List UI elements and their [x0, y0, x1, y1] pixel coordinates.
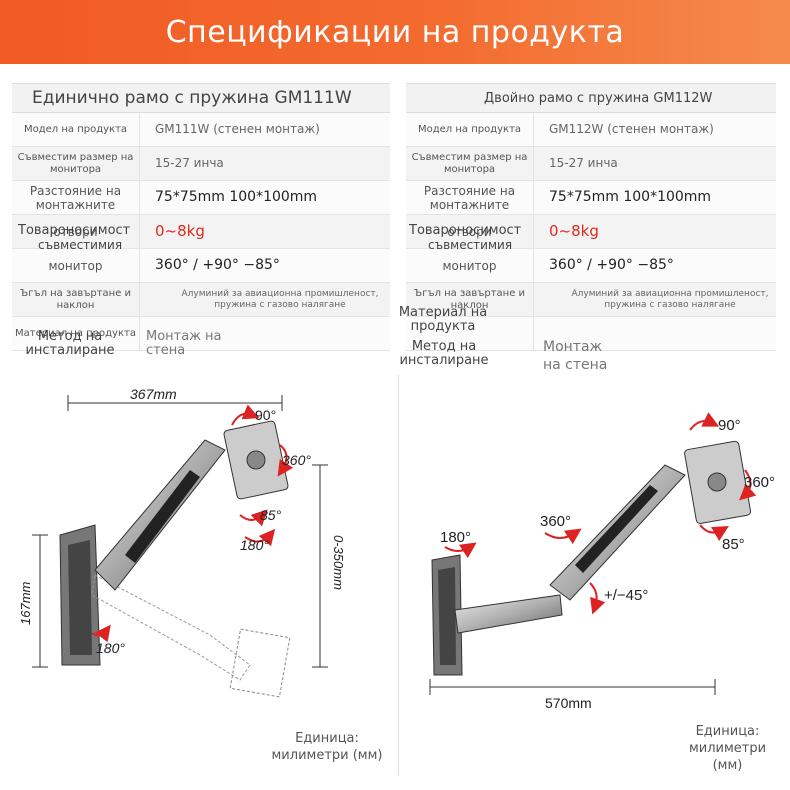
tilt-up-label: 90°: [255, 407, 276, 423]
row-value: 15-27 инча: [140, 147, 390, 180]
load-label: Товароносимост: [18, 223, 131, 238]
spec-panel-gm111w: Единично рамо с пружина GM111W Модел на …: [12, 83, 390, 351]
gm112w-diagram: 570mm 90° 360° 85° 360° 180° +/−45°: [429, 412, 775, 711]
ghost-arm: [91, 574, 251, 681]
row-label: Съвместим размер на монитора: [12, 147, 140, 180]
header-banner: Спецификации на продукта: [0, 0, 790, 64]
width-label: 367mm: [130, 386, 177, 402]
compat-label: съвместимия: [38, 238, 123, 252]
table-row: Разстояние на монтажните 75*75mm 100*100…: [12, 181, 390, 215]
row-value: GM111W (стенен монтаж): [140, 113, 390, 146]
spec-panel-gm112w: Двойно рамо с пружина GM112W Модел на пр…: [406, 83, 776, 351]
row-label: Модел на продукта: [12, 113, 140, 146]
row-label: Ъгъл на завъртане и наклон: [12, 283, 140, 316]
width-label: 570mm: [545, 695, 592, 711]
row-value: 360° / +90° −85°: [534, 249, 776, 282]
table-row: Материал на продукта: [12, 317, 390, 351]
table-row: Разстояние на монтажните 75*75mm 100*100…: [406, 181, 776, 215]
row-value: [534, 317, 776, 350]
row-label: отвори: [406, 215, 534, 248]
tilt-up-label: 90°: [718, 417, 741, 434]
tilt-down-label: 85°: [722, 536, 745, 553]
row-label: отвори: [12, 215, 140, 248]
unit-label: Единица: милиметри (мм): [271, 731, 383, 763]
table-row: Ъгъл на завъртане и наклон Алуминий за а…: [12, 283, 390, 317]
gm111w-diagram: 367mm 0-350mm 167mm 90° 360° 85° 180° 18…: [18, 386, 346, 698]
load-label: Товароносимост: [409, 223, 522, 238]
row-label: Модел на продукта: [406, 113, 534, 146]
table-row: монитор 360° / +90° −85°: [12, 249, 390, 283]
table-row: Съвместим размер на монитора 15-27 инча: [406, 147, 776, 181]
swivel-base-label: 180°: [96, 640, 125, 656]
table-row: [406, 317, 776, 351]
tilt-down-label: 85°: [260, 507, 282, 523]
row-label: монитор: [406, 249, 534, 282]
row-label: [406, 317, 534, 350]
row-label: Ъгъл на завъртане и наклон: [406, 283, 534, 316]
table-row: отвори 0~8kg: [12, 215, 390, 249]
section-divider: [398, 375, 399, 775]
row-label: Материал на продукта: [12, 317, 140, 350]
table-row: отвори 0~8kg: [406, 215, 776, 249]
rotate-label: 360°: [282, 452, 311, 468]
row-value: [140, 317, 390, 350]
row-value: GM112W (стенен монтаж): [534, 113, 776, 146]
compat-label: съвместимия: [428, 238, 513, 252]
row-value: 360° / +90° −85°: [140, 249, 390, 282]
spec-table: Модел на продукта GM111W (стенен монтаж)…: [12, 113, 390, 351]
joint-label: +/−45°: [604, 587, 648, 604]
panel-title: Двойно рамо с пружина GM112W: [406, 83, 776, 113]
row-label: Разстояние на монтажните: [406, 181, 534, 214]
row-label: Съвместим размер на монитора: [406, 147, 534, 180]
height-label: 0-350mm: [331, 535, 346, 590]
rotate-joint-label: 360°: [540, 513, 571, 530]
swivel-label: 180°: [440, 529, 471, 546]
table-row: Модел на продукта GM111W (стенен монтаж): [12, 113, 390, 147]
row-value: Алуминий за авиационна промишленост, пру…: [534, 283, 776, 316]
base-label: 167mm: [18, 581, 33, 625]
mount-label: Монтаж на стена: [146, 329, 222, 358]
row-value: 0~8kg: [534, 215, 776, 248]
install-label: Метод на инсталиране: [399, 339, 489, 368]
row-label: Разстояние на монтажните: [12, 181, 140, 214]
page-title: Спецификации на продукта: [165, 14, 625, 50]
table-row: Съвместим размер на монитора 15-27 инча: [12, 147, 390, 181]
row-label: монитор: [12, 249, 140, 282]
rotate-label: 360°: [744, 474, 775, 491]
row-value: 0~8kg: [140, 215, 390, 248]
row-value: 75*75mm 100*100mm: [140, 181, 390, 214]
swivel-label: 180°: [240, 537, 269, 553]
material-label: Материал на продукта: [398, 305, 488, 334]
spec-table: Модел на продукта GM112W (стенен монтаж)…: [406, 113, 776, 351]
unit-label: Единица: милиметри (мм): [688, 724, 767, 773]
table-row: монитор 360° / +90° −85°: [406, 249, 776, 283]
row-value: 75*75mm 100*100mm: [534, 181, 776, 214]
install-label: Метод на инсталиране: [25, 329, 115, 358]
row-value: 15-27 инча: [534, 147, 776, 180]
row-value: Алуминий за авиационна промишленост, пру…: [140, 283, 390, 316]
lower-arm: [454, 594, 563, 634]
table-row: Модел на продукта GM112W (стенен монтаж): [406, 113, 776, 147]
mount-label: Монтаж на стена: [543, 339, 608, 373]
table-row: Ъгъл на завъртане и наклон Алуминий за а…: [406, 283, 776, 317]
panel-title: Единично рамо с пружина GM111W: [12, 83, 390, 113]
